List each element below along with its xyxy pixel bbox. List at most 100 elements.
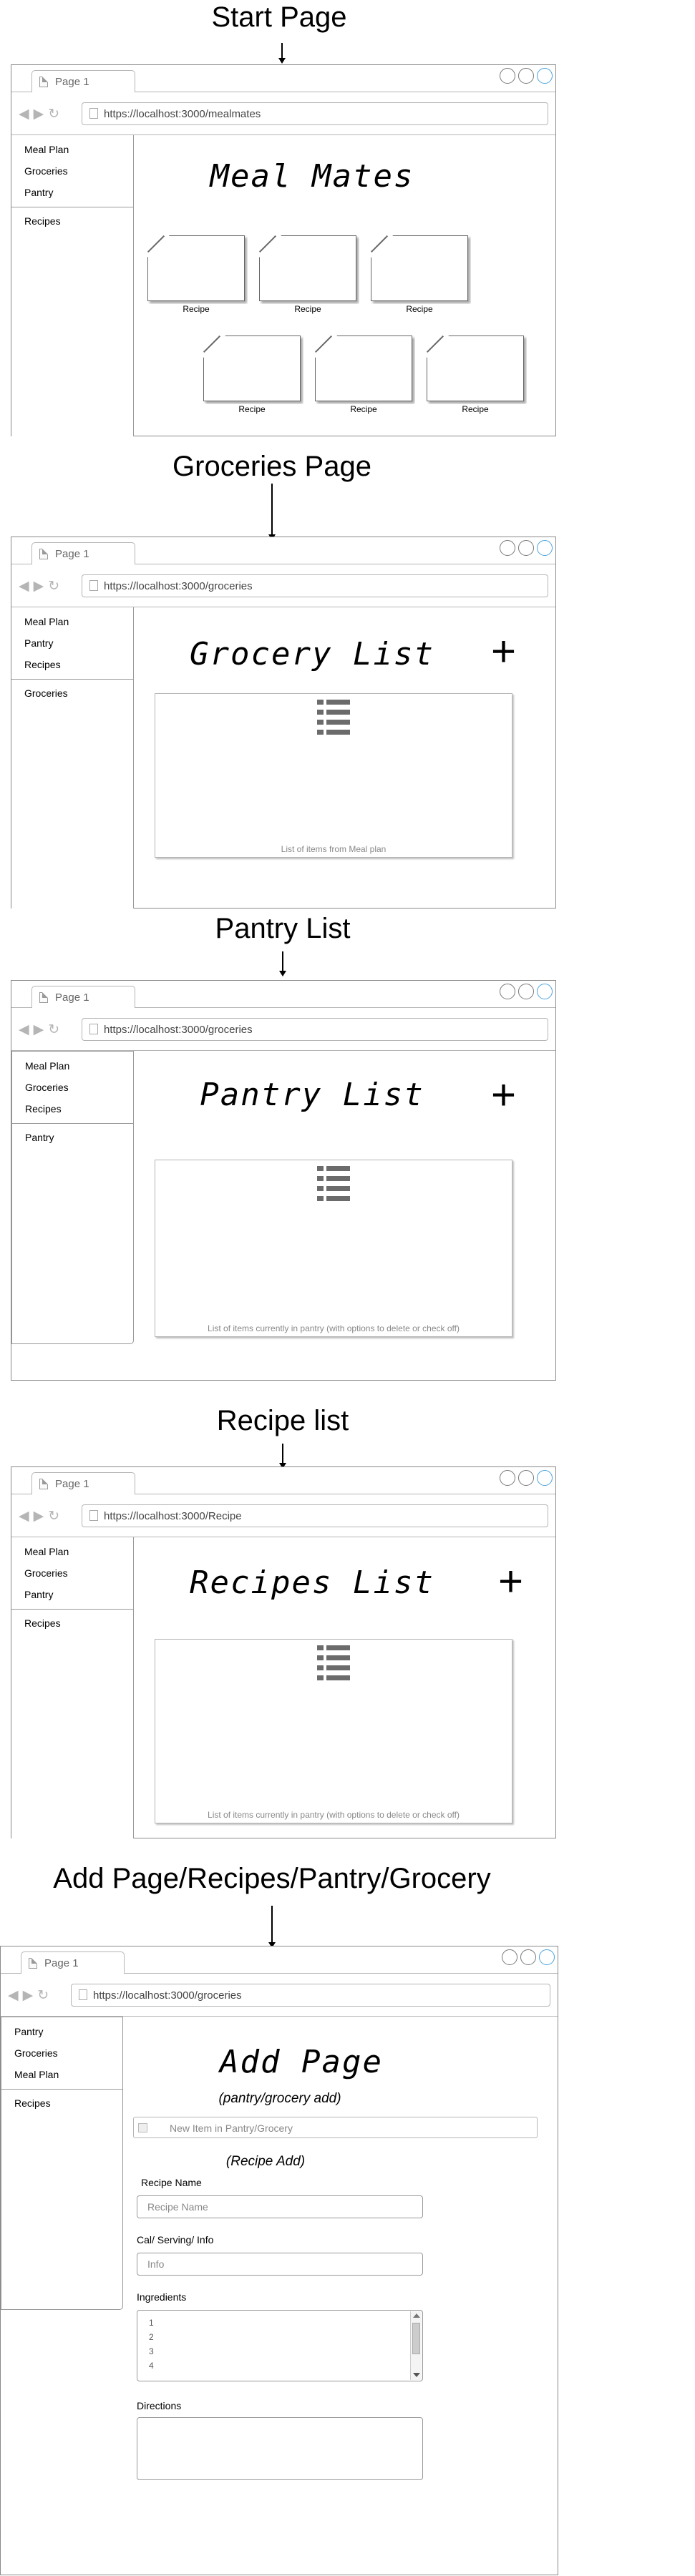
sidebar-item-meal-plan[interactable]: Meal Plan — [14, 2069, 59, 2080]
reload-icon[interactable]: ↻ — [48, 579, 60, 594]
sidebar-item-groceries[interactable]: Groceries — [25, 1082, 69, 1093]
back-arrow-icon[interactable]: ◀ — [8, 1988, 19, 2003]
minimize-button[interactable] — [500, 1470, 515, 1486]
nav-buttons: ◀ ▶ ↻ — [19, 1022, 60, 1037]
sidebar-item-groceries[interactable]: Groceries — [14, 2047, 58, 2059]
new-item-input[interactable]: New Item in Pantry/Grocery — [133, 2117, 538, 2138]
section-heading-recipes: Recipe list — [216, 1405, 349, 1436]
add-button[interactable]: + — [491, 627, 517, 675]
url-field[interactable]: https://localhost:3000/groceries — [71, 1984, 550, 2007]
sidebar-item-pantry[interactable]: Pantry — [25, 1132, 54, 1143]
close-button[interactable] — [537, 540, 553, 556]
window-controls — [500, 1470, 553, 1486]
back-arrow-icon[interactable]: ◀ — [19, 1509, 29, 1524]
checkbox[interactable] — [138, 2123, 147, 2132]
add-button[interactable]: + — [491, 1071, 517, 1119]
directions-textarea[interactable] — [137, 2417, 423, 2480]
recipe-card[interactable] — [259, 235, 356, 301]
back-arrow-icon[interactable]: ◀ — [19, 107, 29, 122]
ingredients-label: Ingredients — [137, 2291, 187, 2303]
recipe-name-label: Recipe Name — [141, 2177, 202, 2188]
sidebar-divider — [1, 2089, 122, 2090]
sidebar-item-groceries[interactable]: Groceries — [24, 1567, 68, 1579]
url-field[interactable]: https://localhost:3000/mealmates — [82, 102, 548, 125]
back-arrow-icon[interactable]: ◀ — [19, 579, 29, 594]
page-icon — [39, 1479, 48, 1489]
tab-label: Page 1 — [55, 1478, 89, 1490]
close-button[interactable] — [537, 68, 553, 84]
sidebar-item-groceries[interactable]: Groceries — [24, 165, 68, 177]
sidebar-item-recipes[interactable]: Recipes — [24, 215, 61, 227]
close-button[interactable] — [537, 984, 553, 999]
sidebar-divider — [11, 1609, 133, 1610]
ingredients-textarea[interactable]: 1 2 3 4 — [137, 2310, 423, 2381]
window-controls — [500, 68, 553, 84]
sidebar-item-recipes[interactable]: Recipes — [14, 2097, 51, 2109]
browser-tab[interactable]: Page 1 — [31, 1472, 135, 1495]
sidebar-item-pantry[interactable]: Pantry — [24, 1589, 54, 1600]
minimize-button[interactable] — [500, 540, 515, 556]
sidebar-item-meal-plan[interactable]: Meal Plan — [24, 616, 69, 627]
flow-arrow — [279, 1444, 286, 1469]
browser-window-groceries: Page 1 ◀ ▶ ↻ https://localhost:3000/groc… — [11, 537, 556, 909]
browser-tab[interactable]: Page 1 — [21, 1951, 125, 1974]
sidebar-item-pantry[interactable]: Pantry — [14, 2026, 44, 2037]
sidebar-item-meal-plan[interactable]: Meal Plan — [25, 1060, 70, 1072]
tab-bar: Page 1 — [1, 1946, 558, 1974]
forward-arrow-icon[interactable]: ▶ — [33, 107, 44, 122]
recipe-card[interactable] — [427, 336, 524, 401]
url-field[interactable]: https://localhost:3000/Recipe — [82, 1504, 548, 1527]
sidebar-item-recipes[interactable]: Recipes — [24, 659, 61, 670]
tab-label: Page 1 — [55, 991, 89, 1004]
restore-button[interactable] — [518, 984, 534, 999]
recipe-card[interactable] — [203, 336, 301, 401]
url-field[interactable]: https://localhost:3000/groceries — [82, 574, 548, 597]
forward-arrow-icon[interactable]: ▶ — [22, 1988, 34, 2003]
browser-tab[interactable]: Page 1 — [31, 70, 135, 93]
sidebar-item-pantry[interactable]: Pantry — [24, 187, 54, 198]
browser-tab[interactable]: Page 1 — [31, 542, 135, 565]
forward-arrow-icon[interactable]: ▶ — [33, 1509, 44, 1524]
reload-icon[interactable]: ↻ — [37, 1988, 49, 2003]
sidebar-item-recipes[interactable]: Recipes — [24, 1617, 61, 1629]
info-input[interactable]: Info — [137, 2253, 423, 2276]
sidebar-item-meal-plan[interactable]: Meal Plan — [24, 1546, 69, 1557]
minimize-button[interactable] — [500, 984, 515, 999]
directions-label: Directions — [137, 2400, 182, 2411]
browser-tab[interactable]: Page 1 — [31, 986, 135, 1009]
restore-button[interactable] — [520, 1949, 536, 1965]
url-field[interactable]: https://localhost:3000/groceries — [82, 1018, 548, 1041]
scroll-up-icon[interactable] — [413, 2313, 420, 2318]
minimize-button[interactable] — [502, 1949, 517, 1965]
minimize-button[interactable] — [500, 68, 515, 84]
scroll-down-icon[interactable] — [413, 2373, 420, 2377]
reload-icon[interactable]: ↻ — [48, 1022, 60, 1037]
flow-arrow — [278, 43, 286, 64]
sidebar-item-groceries[interactable]: Groceries — [24, 687, 68, 699]
page-icon — [89, 1024, 98, 1034]
add-button[interactable]: + — [498, 1557, 524, 1605]
sidebar-item-pantry[interactable]: Pantry — [24, 637, 54, 649]
forward-arrow-icon[interactable]: ▶ — [33, 579, 44, 594]
reload-icon[interactable]: ↻ — [48, 107, 60, 122]
page-icon — [29, 1958, 37, 1969]
sidebar-item-meal-plan[interactable]: Meal Plan — [24, 144, 69, 155]
sidebar-item-recipes[interactable]: Recipes — [25, 1103, 62, 1115]
scroll-thumb[interactable] — [412, 2323, 420, 2354]
back-arrow-icon[interactable]: ◀ — [19, 1022, 29, 1037]
recipe-card[interactable] — [147, 235, 245, 301]
browser-window-recipes: Page 1 ◀ ▶ ↻ https://localhost:3000/Reci… — [11, 1466, 556, 1838]
recipe-card[interactable] — [315, 336, 412, 401]
recipe-card[interactable] — [371, 235, 468, 301]
close-button[interactable] — [539, 1949, 555, 1965]
restore-button[interactable] — [518, 1470, 534, 1486]
reload-icon[interactable]: ↻ — [48, 1509, 60, 1524]
recipe-name-input[interactable]: Recipe Name — [137, 2195, 423, 2218]
scrollbar[interactable] — [410, 2311, 422, 2380]
page-title: Recipes List — [190, 1564, 434, 1601]
page-icon — [39, 549, 48, 559]
restore-button[interactable] — [518, 540, 534, 556]
close-button[interactable] — [537, 1470, 553, 1486]
restore-button[interactable] — [518, 68, 534, 84]
forward-arrow-icon[interactable]: ▶ — [33, 1022, 44, 1037]
